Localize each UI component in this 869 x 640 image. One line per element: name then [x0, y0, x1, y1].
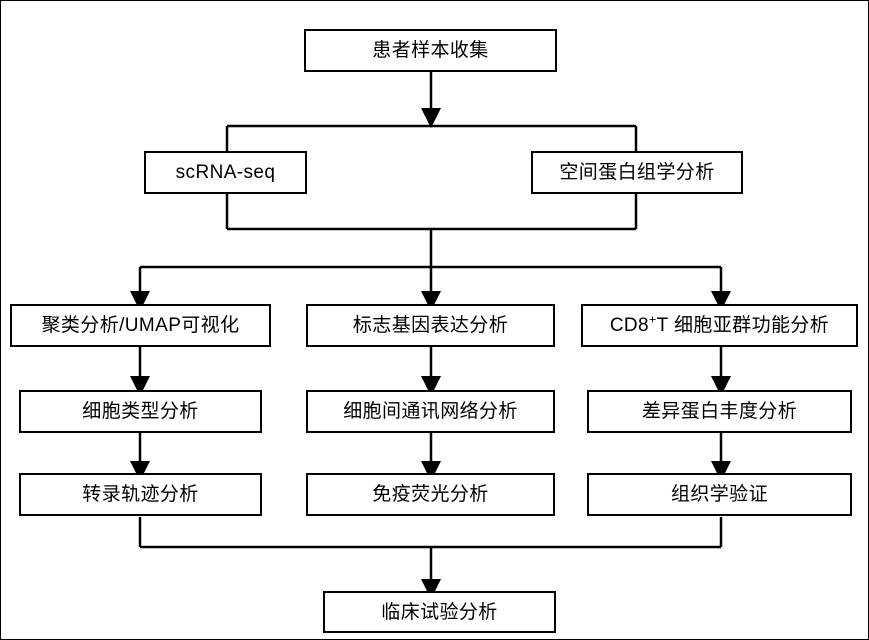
node-spatial-proteomics[interactable]: 空间蛋白组学分析 — [531, 151, 743, 194]
node-clinical-trial-label: 临床试验分析 — [381, 601, 498, 623]
cd8-prefix: CD8 — [609, 315, 650, 336]
node-cell-type-analysis[interactable]: 细胞类型分析 — [19, 390, 262, 433]
node-histology-validation[interactable]: 组织学验证 — [587, 473, 852, 516]
node-clinical-trial[interactable]: 临床试验分析 — [323, 591, 556, 633]
node-trajectory-analysis[interactable]: 转录轨迹分析 — [19, 473, 262, 516]
node-cell-communication-label: 细胞间通讯网络分析 — [343, 401, 518, 422]
node-cd8-subset-analysis[interactable]: CD8+T 细胞亚群功能分析 — [581, 304, 858, 347]
node-immunofluorescence[interactable]: 免疫荧光分析 — [306, 473, 555, 516]
node-trajectory-analysis-label: 转录轨迹分析 — [82, 484, 199, 505]
node-histology-validation-label: 组织学验证 — [670, 484, 768, 505]
node-cell-communication[interactable]: 细胞间通讯网络分析 — [306, 390, 555, 433]
node-protein-abundance-label: 差异蛋白丰度分析 — [641, 401, 798, 422]
node-immunofluorescence-label: 免疫荧光分析 — [372, 484, 489, 505]
cd8-suffix: T 细胞亚群功能分析 — [656, 315, 830, 336]
node-protein-abundance[interactable]: 差异蛋白丰度分析 — [587, 390, 852, 433]
node-scrna-seq[interactable]: scRNA-seq — [144, 151, 307, 194]
node-sample-collection-label: 患者样本收集 — [372, 40, 489, 61]
node-marker-gene[interactable]: 标志基因表达分析 — [306, 304, 555, 347]
node-spatial-proteomics-label: 空间蛋白组学分析 — [559, 162, 715, 183]
node-cd8-subset-analysis-label: CD8+T 细胞亚群功能分析 — [604, 312, 835, 336]
node-clustering-umap[interactable]: 聚类分析/UMAP可视化 — [10, 304, 271, 347]
node-cell-type-analysis-label: 细胞类型分析 — [82, 401, 199, 422]
node-clustering-umap-label: 聚类分析/UMAP可视化 — [41, 315, 240, 336]
cd8-superscript: + — [649, 312, 657, 327]
node-marker-gene-label: 标志基因表达分析 — [352, 315, 509, 336]
node-sample-collection[interactable]: 患者样本收集 — [304, 29, 557, 72]
node-scrna-seq-label: scRNA-seq — [175, 162, 276, 183]
